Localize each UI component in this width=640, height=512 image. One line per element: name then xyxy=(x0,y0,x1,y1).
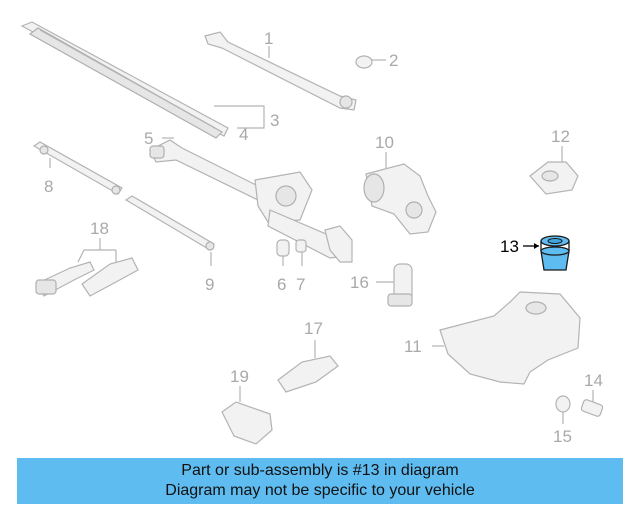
callout-13: 13 xyxy=(500,237,519,256)
wiper-blade xyxy=(20,21,229,139)
callout-7: 7 xyxy=(296,275,305,294)
nozzle-19 xyxy=(221,401,273,445)
banner-line-part: Part or sub-assembly is #13 in diagram xyxy=(181,462,459,479)
leader-lines xyxy=(49,46,594,424)
callout-17: 17 xyxy=(304,319,323,338)
wiper-motor xyxy=(363,163,437,235)
bushing-6 xyxy=(276,239,290,257)
callout-12: 12 xyxy=(551,127,570,146)
wiper-linkage xyxy=(149,139,353,263)
wiper-arm xyxy=(204,31,357,111)
callout-10: 10 xyxy=(375,133,394,152)
callout-9: 9 xyxy=(205,275,214,294)
callout-11: 11 xyxy=(404,337,422,356)
callout-16: 16 xyxy=(350,273,369,292)
callout-19: 19 xyxy=(230,367,249,386)
callout-5: 5 xyxy=(144,129,153,148)
nozzle-17 xyxy=(277,355,339,393)
callout-1: 1 xyxy=(264,29,273,48)
grommet-15 xyxy=(555,395,571,413)
grommet-12 xyxy=(529,161,579,195)
callout-15: 15 xyxy=(553,427,572,446)
callout-6: 6 xyxy=(277,275,286,294)
washer-pump-16 xyxy=(387,263,413,307)
linkage-rod-9 xyxy=(124,195,215,251)
callout-4: 4 xyxy=(239,125,248,144)
parts-diagram: 1 2 3 4 5 6 7 8 9 10 11 12 13 14 15 16 1… xyxy=(20,21,604,446)
arm-cap xyxy=(355,55,373,69)
callout-18: 18 xyxy=(90,219,109,238)
callout-8: 8 xyxy=(44,177,53,196)
filler-neck-13 xyxy=(540,235,570,271)
washer-nozzle-18 xyxy=(35,257,139,297)
clip-14 xyxy=(580,399,604,417)
callout-3: 3 xyxy=(270,111,279,130)
washer-reservoir xyxy=(439,291,581,385)
info-banner: Part or sub-assembly is #13 in diagram D… xyxy=(17,458,623,504)
callout-2: 2 xyxy=(389,51,398,70)
banner-line-disclaimer: Diagram may not be specific to your vehi… xyxy=(165,482,475,499)
callout-14: 14 xyxy=(584,371,603,390)
linkage-rod-8 xyxy=(32,141,123,195)
bushing-7 xyxy=(295,239,307,253)
